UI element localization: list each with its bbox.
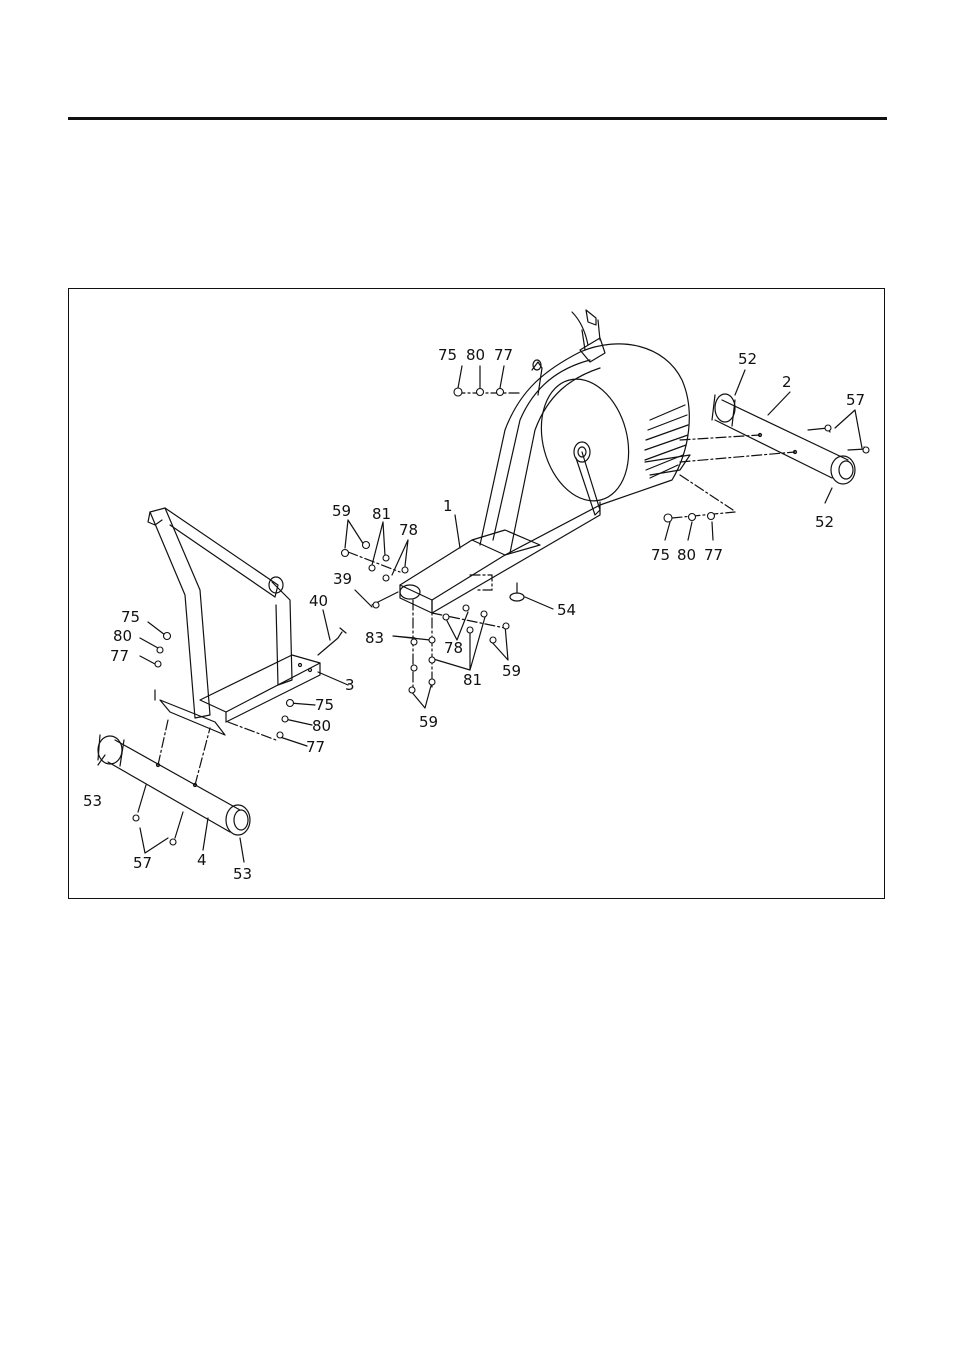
callout-3: 3 [345, 676, 355, 694]
callout-80-top: 80 [466, 346, 485, 364]
callout-4: 4 [197, 851, 207, 869]
callout-1: 1 [443, 497, 453, 515]
callout-81-mid: 81 [463, 671, 482, 689]
callout-83: 83 [365, 629, 384, 647]
callout-80-mid: 80 [312, 717, 331, 735]
callout-57-left: 57 [133, 854, 152, 872]
callout-59-left: 59 [332, 502, 351, 520]
callout-52-bottom: 52 [815, 513, 834, 531]
callout-77-left: 77 [110, 647, 129, 665]
callout-75-mid: 75 [315, 696, 334, 714]
callout-80-left: 80 [113, 627, 132, 645]
callout-40: 40 [309, 592, 328, 610]
callout-2: 2 [782, 373, 792, 391]
callout-78-left: 78 [399, 521, 418, 539]
front-stabilizer-part-4 [98, 735, 250, 835]
callout-39: 39 [333, 570, 352, 588]
callout-77-mid: 77 [306, 738, 325, 756]
callout-80-right: 80 [677, 546, 696, 564]
callout-77-top: 77 [494, 346, 513, 364]
callout-75-top: 75 [438, 346, 457, 364]
callout-labels: 75 80 77 52 2 57 52 1 59 81 78 39 40 54 … [83, 346, 865, 883]
callout-81-left: 81 [372, 505, 391, 523]
callout-75-right: 75 [651, 546, 670, 564]
callout-59-mid: 59 [502, 662, 521, 680]
callout-52-top: 52 [738, 350, 757, 368]
callout-75-left: 75 [121, 608, 140, 626]
rear-stabilizer-part-2 [712, 394, 855, 484]
callout-78-mid: 78 [444, 639, 463, 657]
callout-57-right: 57 [846, 391, 865, 409]
callout-53-left: 53 [83, 792, 102, 810]
callout-53-right: 53 [233, 865, 252, 883]
hardware-fasteners [133, 388, 869, 845]
callout-54: 54 [557, 601, 576, 619]
callout-59-bottom: 59 [419, 713, 438, 731]
callout-77-right: 77 [704, 546, 723, 564]
seat-frame-part-3 [148, 508, 320, 735]
